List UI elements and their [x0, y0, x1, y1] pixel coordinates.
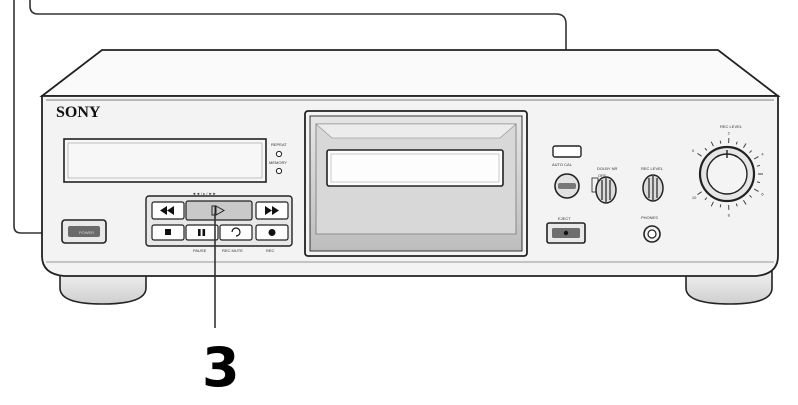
cassette-compartment — [305, 111, 527, 256]
volume-label: REC LEVEL — [720, 124, 743, 129]
auto-cal-indicator — [553, 146, 581, 157]
rec-button[interactable] — [256, 225, 288, 240]
memory-led — [276, 168, 281, 173]
power-label: POWER — [79, 230, 94, 235]
auto-cal-label: AUTO CAL — [552, 162, 573, 167]
power-button[interactable]: POWER — [62, 220, 106, 243]
rec-icon — [269, 229, 276, 236]
phones-label: PHONES — [641, 215, 658, 220]
auto-cal-button[interactable] — [555, 174, 579, 198]
callout-number: 3 — [202, 336, 240, 399]
rec-label: REC — [266, 248, 275, 253]
eject-button[interactable] — [547, 223, 585, 243]
brand-logo: SONY — [56, 104, 101, 121]
phones-jack[interactable] — [644, 226, 660, 242]
play-button[interactable] — [186, 201, 252, 220]
repeat-label: REPEAT — [271, 142, 287, 147]
dolby-label: DOLBY NR — [597, 166, 617, 171]
eject-icon — [564, 231, 568, 235]
rec-level-knob[interactable] — [643, 175, 663, 201]
rewind-button[interactable] — [152, 202, 184, 219]
dial-tick — [720, 141, 721, 144]
eject-label: EJECT — [558, 216, 571, 221]
rec-mute-button[interactable] — [220, 225, 252, 240]
pause-button[interactable] — [186, 225, 218, 240]
memory-label: MEMORY — [269, 160, 287, 165]
rec-level-label: REC LEVEL — [641, 166, 664, 171]
cassette-window — [327, 150, 503, 186]
display-window — [64, 139, 266, 182]
deck-top-panel — [42, 50, 778, 96]
fast-forward-button[interactable] — [256, 202, 288, 219]
stop-icon — [165, 229, 171, 235]
pause-label: PAUSE — [193, 248, 207, 253]
dial-tick — [720, 204, 721, 207]
volume-dial[interactable] — [700, 147, 754, 201]
dial-scale-number: 10 — [692, 195, 697, 200]
transport-group-label: ◄◄ / ▸ / ►► — [192, 191, 217, 196]
stop-button[interactable] — [152, 225, 184, 240]
rec-mute-label: REC MUTE — [222, 248, 243, 253]
repeat-led — [276, 151, 281, 156]
pause-icon — [203, 229, 206, 236]
